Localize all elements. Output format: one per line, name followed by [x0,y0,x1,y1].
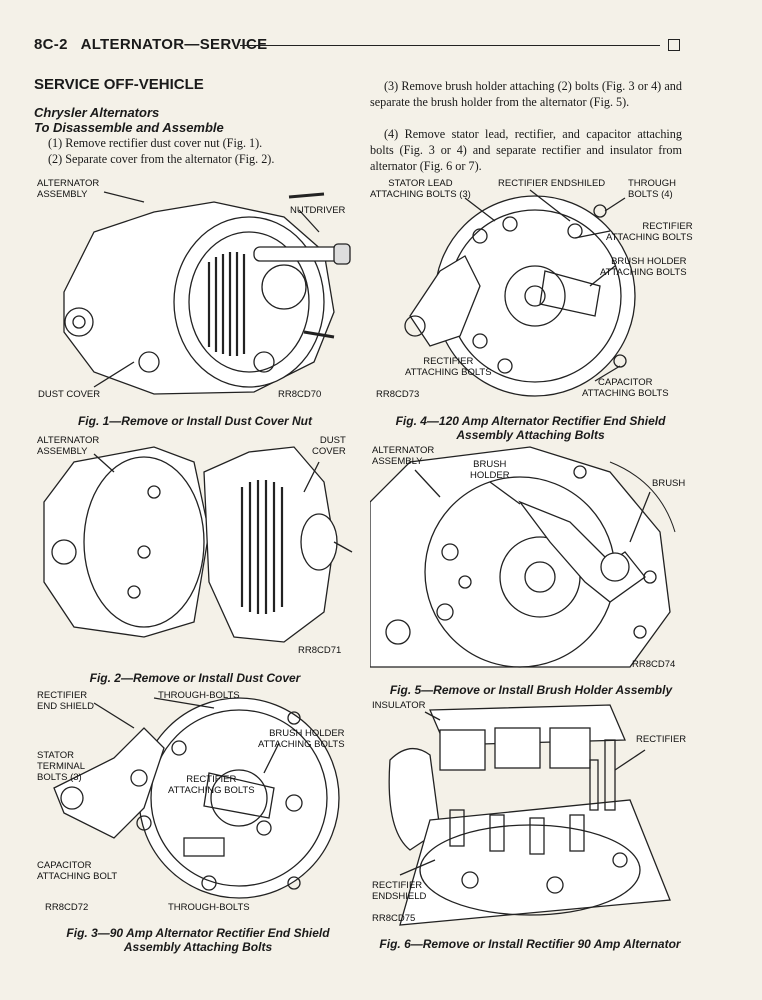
fig5-label-brush: BRUSH [652,478,686,489]
fig3-label-brush-holder: BRUSH HOLDER ATTACHING BOLTS [258,728,345,750]
fig3-label-stator-terminal: STATOR TERMINAL BOLTS (3) [37,750,86,783]
step-2: (2) Separate cover from the alternator (… [48,152,275,166]
subhead-disassemble: To Disassemble and Assemble [34,120,224,135]
fig3-illustration [53,697,340,899]
header-box-mark [668,39,680,51]
fig4-code: RR8CD73 [376,389,420,400]
page-number: 8C-2 [34,36,68,53]
header-rule [240,45,660,46]
subhead-chrysler: Chrysler Alternators [34,105,160,120]
fig6-label-rectifier-endshield: RECTIFIER ENDSHIELD [372,880,427,902]
fig3-label-through-bolts-top: THROUGH-BOLTS [158,690,240,701]
fig4-label-brush-holder: BRUSH HOLDER ATTACHING BOLTS [600,256,687,278]
fig4-label-stator-lead: STATOR LEAD ATTACHING BOLTS (3) [370,178,471,200]
section-title: SERVICE OFF-VEHICLE [34,76,204,93]
fig4-label-through-bolts: THROUGH BOLTS (4) [628,178,677,200]
fig3-label-capacitor: CAPACITOR ATTACHING BOLT [37,860,118,882]
fig6-caption: Fig. 6—Remove or Install Rectifier 90 Am… [379,937,681,951]
fig5-label-alternator-assembly: ALTERNATOR ASSEMBLY [372,445,435,467]
fig4-label-capacitor: CAPACITOR ATTACHING BOLTS [582,377,669,399]
fig2-code: RR8CD71 [298,645,342,656]
fig5-caption: Fig. 5—Remove or Install Brush Holder As… [389,683,673,697]
fig2-label-alternator-assembly: ALTERNATOR ASSEMBLY [37,435,100,457]
fig5-code: RR8CD74 [632,659,676,670]
fig4-label-rectifier-attaching: RECTIFIER ATTACHING BOLTS [606,221,693,243]
fig2-caption: Fig. 2—Remove or Install Dust Cover [89,671,301,685]
fig6-label-insulator: INSULATOR [372,700,426,711]
page-running-title: ALTERNATOR—SERVICE [80,36,268,53]
fig1-illustration [63,191,351,395]
fig1-caption: Fig. 1—Remove or Install Dust Cover Nut [77,414,313,428]
fig4-label-rectifier-endshield: RECTIFIER ENDSHILED [498,178,606,189]
step-1: (1) Remove rectifier dust cover nut (Fig… [48,136,263,150]
fig4-label-rectifier-attaching-low: RECTIFIER ATTACHING BOLTS [405,356,492,378]
fig3-caption: Fig. 3—90 Amp Alternator Rectifier End S… [66,926,330,954]
page-header: 8C-2 ALTERNATOR—SERVICE [34,36,267,53]
fig6-illustration [388,704,671,926]
fig2-illustration [43,446,353,643]
fig2-label-dust-cover: DUST COVER [312,435,346,457]
fig4-caption: Fig. 4—120 Amp Alternator Rectifier End … [395,414,666,442]
fig3-label-rectifier-attaching: RECTIFIER ATTACHING BOLTS [168,774,255,796]
fig3-label-through-bolts-bottom: THROUGH-BOLTS [168,902,250,913]
step-3: (3) Remove brush holder attaching (2) bo… [370,79,682,109]
fig5-illustration [370,446,676,668]
fig1-label-nutdriver: NUTDRIVER [290,205,346,216]
fig1-label-dust-cover: DUST COVER [38,389,101,400]
step-4: (4) Remove stator lead, rectifier, and c… [370,127,682,173]
fig6-label-rectifier: RECTIFIER [636,734,687,745]
fig1-label-alternator-assembly: ALTERNATOR ASSEMBLY [37,178,100,200]
fig4-illustration [404,189,636,397]
fig3-code: RR8CD72 [45,902,89,913]
fig5-label-brush-holder: BRUSH HOLDER [470,459,510,481]
fig3-label-rectifier-end-shield: RECTIFIER END SHIELD [37,690,95,712]
fig1-code: RR8CD70 [278,389,322,400]
fig6-code: RR8CD75 [372,913,416,924]
